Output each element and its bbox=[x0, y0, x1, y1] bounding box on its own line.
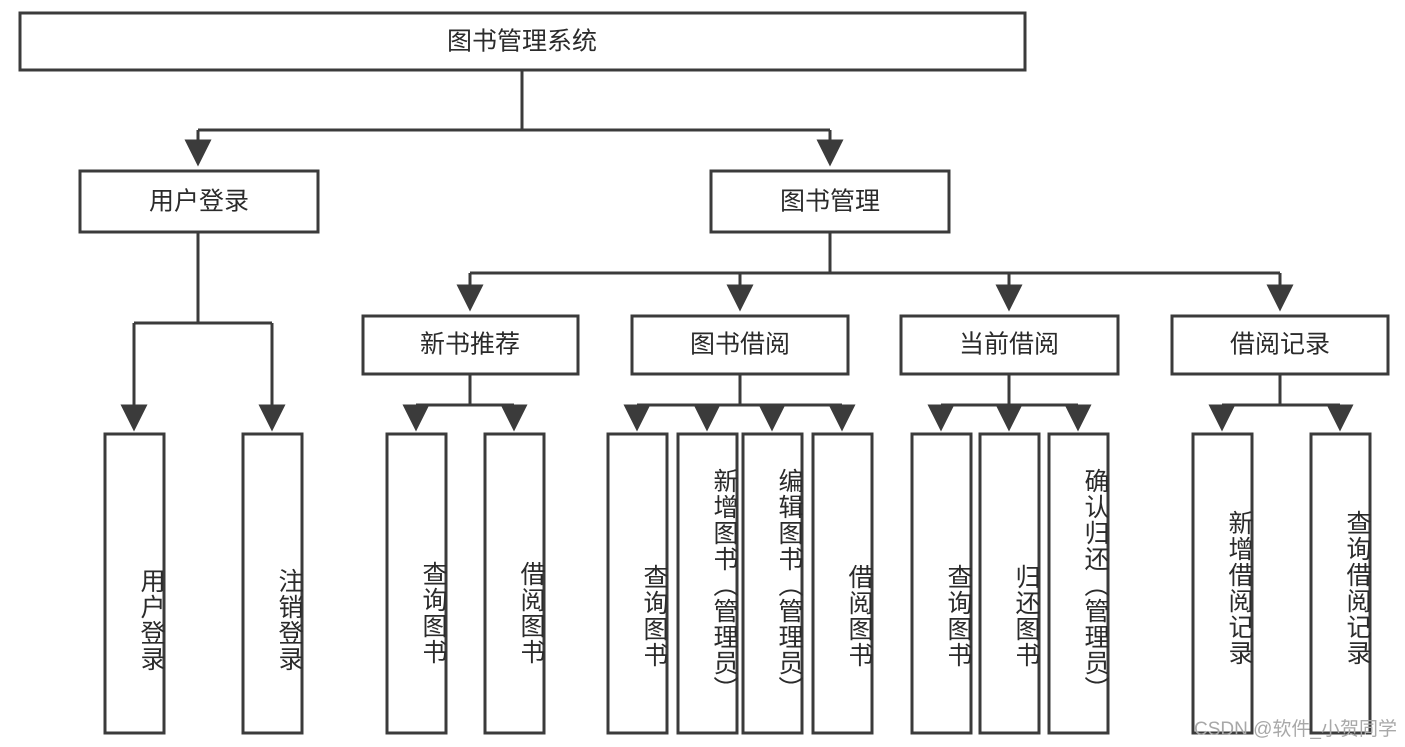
node-root-label: 图书管理系统 bbox=[447, 28, 597, 56]
node-leaf-return-book[interactable] bbox=[978, 432, 1041, 735]
node-leaf-query-book-2[interactable] bbox=[606, 432, 669, 735]
node-leaf-query-book-3[interactable] bbox=[910, 432, 973, 735]
node-leaf-user-login[interactable] bbox=[103, 432, 166, 735]
node-new-book-recommend[interactable] bbox=[361, 314, 580, 376]
node-leaf-query-book-1[interactable] bbox=[385, 432, 448, 735]
node-leaf-add-book[interactable] bbox=[676, 432, 739, 735]
node-leaf-logout-login[interactable] bbox=[241, 432, 304, 735]
node-user-login[interactable] bbox=[78, 169, 320, 234]
node-book-management-label: 图书管理 bbox=[780, 188, 880, 216]
node-borrow-record-label: 借阅记录 bbox=[1230, 331, 1330, 359]
node-leaf-query-borrow-record[interactable] bbox=[1309, 432, 1372, 735]
node-user-login-label: 用户登录 bbox=[149, 188, 249, 216]
node-leaf-borrow-book-2[interactable] bbox=[811, 432, 874, 735]
node-book-borrow[interactable] bbox=[630, 314, 850, 376]
node-leaf-add-borrow-record[interactable] bbox=[1191, 432, 1254, 735]
csdn-watermark: CSDN @软件_小贺同学 bbox=[1194, 719, 1397, 740]
node-current-borrow-label: 当前借阅 bbox=[959, 331, 1059, 359]
node-new-book-recommend-label: 新书推荐 bbox=[420, 331, 520, 359]
node-book-management[interactable] bbox=[709, 169, 951, 234]
node-current-borrow[interactable] bbox=[899, 314, 1120, 376]
node-leaf-edit-book[interactable] bbox=[741, 432, 804, 735]
node-borrow-record[interactable] bbox=[1170, 314, 1390, 376]
node-leaf-confirm-return[interactable] bbox=[1047, 432, 1110, 735]
node-root[interactable] bbox=[18, 11, 1027, 72]
node-book-borrow-label: 图书借阅 bbox=[690, 331, 790, 359]
node-leaf-borrow-book-1[interactable] bbox=[483, 432, 546, 735]
